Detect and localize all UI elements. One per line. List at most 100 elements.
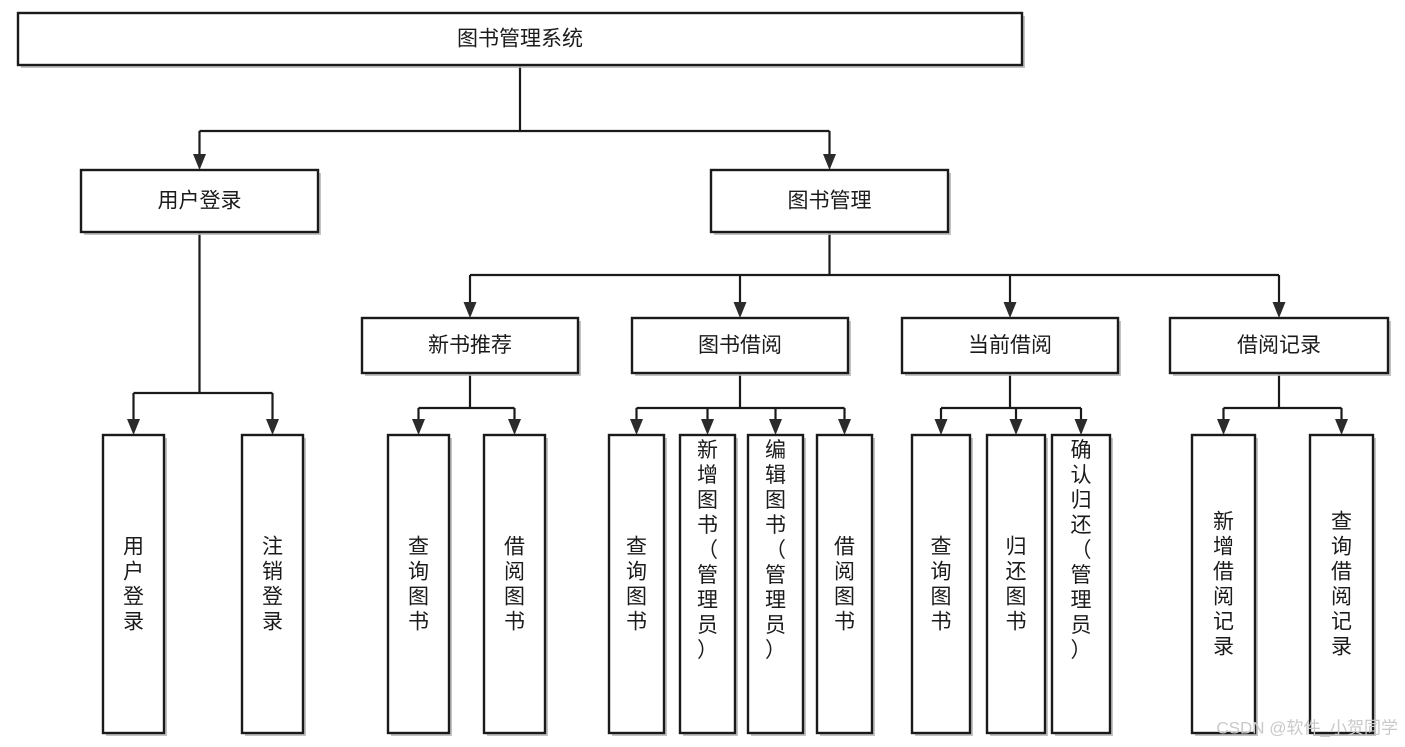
label-char: ） bbox=[697, 639, 718, 662]
node-label: 新增图书（管理员） bbox=[697, 439, 718, 662]
arrow-head-icon bbox=[412, 419, 425, 435]
node-rect[interactable] bbox=[1308, 433, 1375, 735]
node-label: 图书借阅 bbox=[698, 334, 782, 357]
label-char: 书 bbox=[765, 514, 786, 537]
node-book-management[interactable]: 图书管理 bbox=[709, 168, 951, 235]
node-rect[interactable] bbox=[1050, 433, 1112, 735]
node-leaf-edit-book-admin[interactable]: 编辑图书（管理员） bbox=[746, 433, 806, 736]
label-char: （ bbox=[1071, 539, 1092, 562]
node-leaf-user-login[interactable]: 用户登录 bbox=[101, 433, 167, 736]
arrow-head-icon bbox=[1009, 419, 1023, 435]
node-rect[interactable] bbox=[607, 433, 666, 735]
node-leaf-query-borrow-record[interactable]: 查询借阅记录 bbox=[1308, 433, 1376, 736]
label-char: 询 bbox=[408, 561, 429, 584]
node-rect[interactable] bbox=[1190, 433, 1257, 735]
edge-bookmgmt-to-level2 bbox=[463, 232, 1286, 318]
label-char: 还 bbox=[1071, 514, 1092, 537]
node-rect[interactable] bbox=[79, 168, 320, 234]
arrow-head-icon bbox=[838, 419, 851, 435]
node-label: 编辑图书（管理员） bbox=[765, 439, 786, 662]
node-current-borrow[interactable]: 当前借阅 bbox=[900, 316, 1121, 376]
label-char: 员 bbox=[1071, 614, 1092, 637]
label-char: 增 bbox=[697, 464, 718, 487]
arrow-head-icon bbox=[127, 419, 140, 435]
node-rect[interactable] bbox=[240, 433, 305, 735]
arrow-head-icon bbox=[1003, 302, 1017, 318]
node-rect[interactable] bbox=[101, 433, 166, 735]
label-char: 理 bbox=[765, 589, 786, 612]
label-char: 用 bbox=[123, 536, 144, 559]
label-char: 归 bbox=[1071, 489, 1092, 512]
node-label: 新书推荐 bbox=[428, 334, 512, 357]
node-label: 归还图书 bbox=[1006, 536, 1027, 634]
node-leaf-confirm-return-admin[interactable]: 确认归还（管理员） bbox=[1050, 433, 1113, 736]
label-char: 借 bbox=[1331, 561, 1352, 584]
node-book-borrow[interactable]: 图书借阅 bbox=[630, 316, 851, 376]
label-char: 书 bbox=[1006, 611, 1027, 634]
label-char: 阅 bbox=[834, 561, 855, 584]
node-leaf-borrow-book-recommend[interactable]: 借阅图书 bbox=[482, 433, 548, 736]
node-root[interactable]: 图书管理系统 bbox=[16, 11, 1025, 68]
node-leaf-borrow-book-borrow[interactable]: 借阅图书 bbox=[815, 433, 875, 736]
label-char: 图 bbox=[931, 586, 952, 609]
node-rect[interactable] bbox=[910, 433, 972, 735]
label-char: 图 bbox=[834, 586, 855, 609]
node-leaf-query-book-current[interactable]: 查询图书 bbox=[910, 433, 973, 736]
label-char: 书 bbox=[504, 611, 525, 634]
node-leaf-logout-login[interactable]: 注销登录 bbox=[240, 433, 306, 736]
node-leaf-return-book[interactable]: 归还图书 bbox=[985, 433, 1048, 736]
arrow-head-icon bbox=[733, 302, 747, 318]
node-rect[interactable] bbox=[815, 433, 874, 735]
node-rect[interactable] bbox=[746, 433, 805, 735]
label-char: 查 bbox=[626, 536, 647, 559]
node-borrow-record[interactable]: 借阅记录 bbox=[1168, 316, 1391, 376]
node-rect[interactable] bbox=[482, 433, 547, 735]
edge-root-to-level1 bbox=[193, 65, 836, 170]
node-rect[interactable] bbox=[709, 168, 950, 234]
label-char: 查 bbox=[1331, 511, 1352, 534]
node-rect[interactable] bbox=[360, 316, 580, 375]
arrow-head-icon bbox=[1074, 419, 1088, 435]
label-char: 登 bbox=[262, 586, 283, 609]
label-char: 新 bbox=[1213, 511, 1234, 534]
node-rect[interactable] bbox=[678, 433, 737, 735]
label-char: 阅 bbox=[1213, 586, 1234, 609]
label-char: 登 bbox=[123, 586, 144, 609]
arrow-head-icon bbox=[823, 154, 836, 170]
label-char: 询 bbox=[1331, 536, 1352, 559]
node-label: 图书管理系统 bbox=[457, 28, 583, 51]
node-leaf-add-borrow-record[interactable]: 新增借阅记录 bbox=[1190, 433, 1258, 736]
node-rect[interactable] bbox=[1168, 316, 1390, 375]
edge-recommend-to-leaves bbox=[412, 373, 521, 435]
label-char: 录 bbox=[123, 611, 144, 634]
node-leaf-add-book-admin[interactable]: 新增图书（管理员） bbox=[678, 433, 738, 736]
label-char: ） bbox=[765, 639, 786, 662]
label-char: 图 bbox=[504, 586, 525, 609]
edge-borrow-to-leaves bbox=[630, 373, 851, 435]
label-char: ） bbox=[1071, 639, 1092, 662]
label-char: 员 bbox=[697, 614, 718, 637]
label-char: 录 bbox=[1331, 636, 1352, 659]
node-leaf-query-book-recommend[interactable]: 查询图书 bbox=[386, 433, 452, 736]
node-rect[interactable] bbox=[630, 316, 850, 375]
node-rect[interactable] bbox=[900, 316, 1120, 375]
label-char: 管 bbox=[697, 564, 718, 587]
label-char: 书 bbox=[834, 611, 855, 634]
node-rect[interactable] bbox=[386, 433, 451, 735]
node-leaf-query-book-borrow[interactable]: 查询图书 bbox=[607, 433, 667, 736]
label-char: 图 bbox=[697, 489, 718, 512]
edge-record-to-leaves bbox=[1217, 373, 1348, 435]
node-label: 新增借阅记录 bbox=[1213, 511, 1234, 659]
node-rect[interactable] bbox=[985, 433, 1047, 735]
label-char: 户 bbox=[123, 561, 144, 584]
label-char: 记 bbox=[1213, 611, 1234, 634]
node-user-login[interactable]: 用户登录 bbox=[79, 168, 321, 235]
label-char: 认 bbox=[1071, 464, 1092, 487]
label-char: 借 bbox=[1213, 561, 1234, 584]
node-rect[interactable] bbox=[16, 11, 1024, 67]
node-new-book-recommend[interactable]: 新书推荐 bbox=[360, 316, 581, 376]
node-layer: 图书管理系统用户登录图书管理新书推荐图书借阅当前借阅借阅记录用户登录注销登录查询… bbox=[16, 11, 1391, 736]
node-label: 用户登录 bbox=[123, 536, 144, 634]
